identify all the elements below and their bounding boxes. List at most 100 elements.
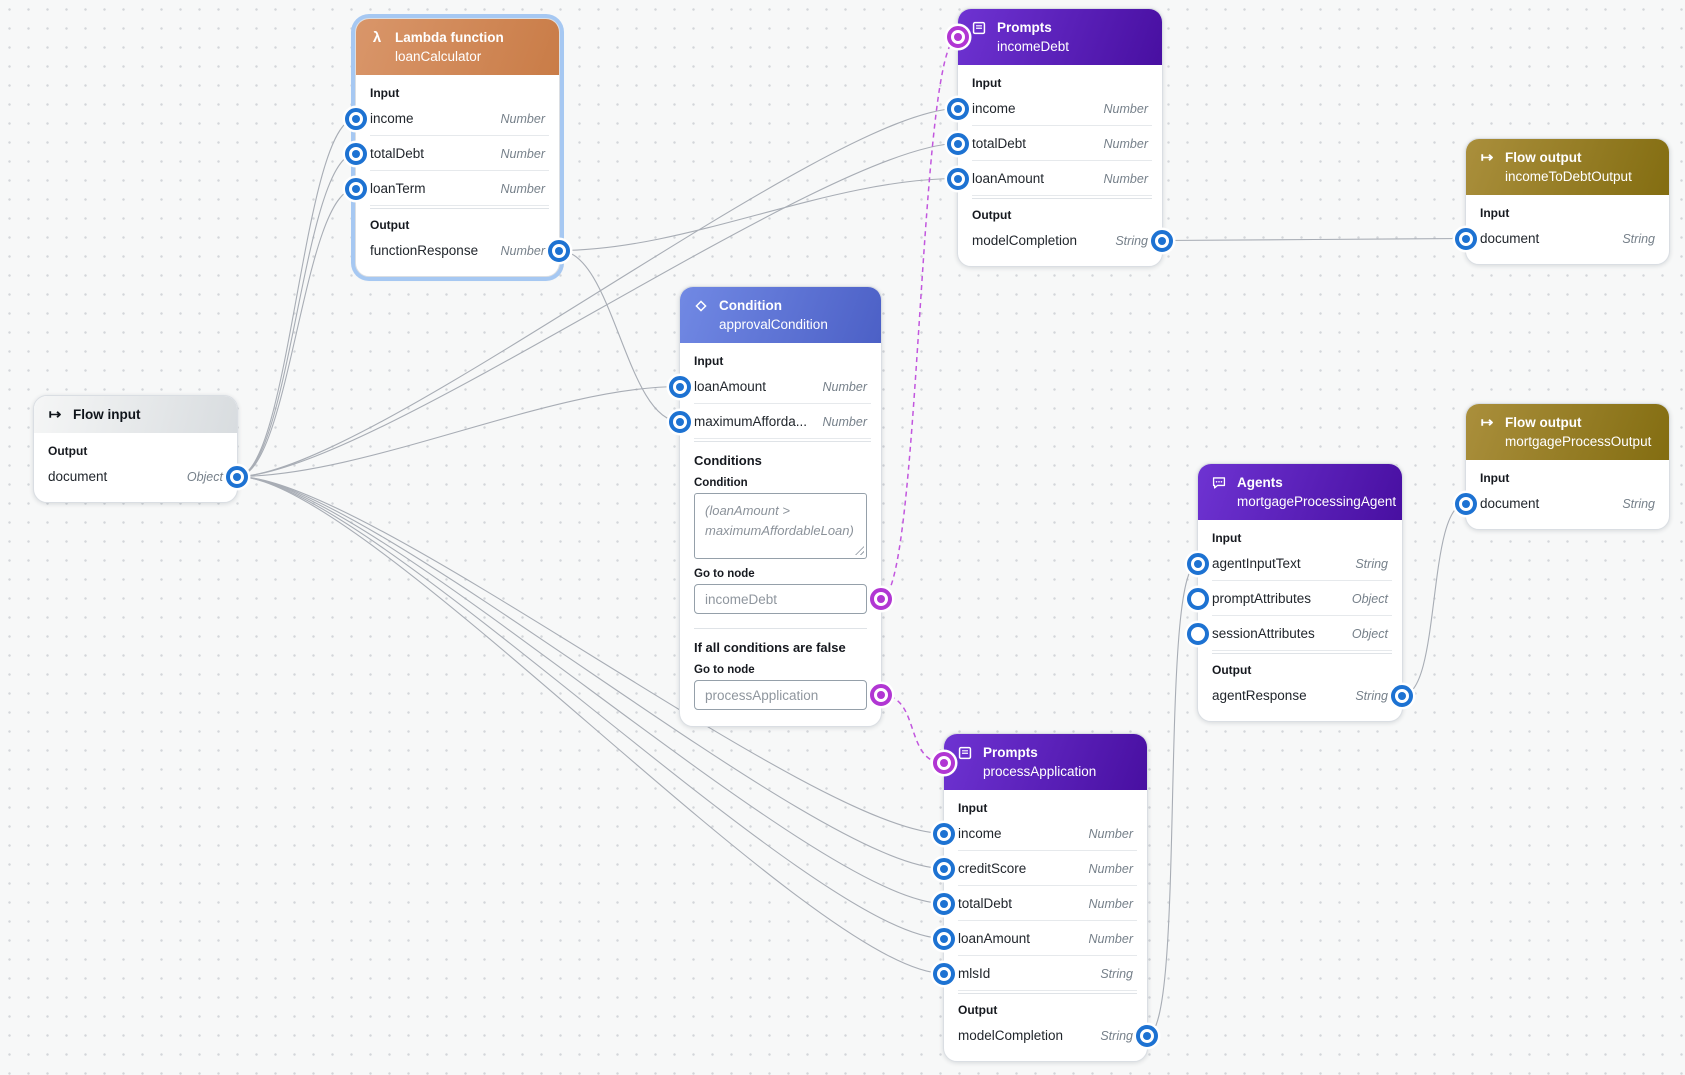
agentResponse-port[interactable] [1391,684,1413,707]
else-heading: If all conditions are false [694,640,846,655]
else-goto-node-input[interactable] [694,680,867,710]
goto-node-label: Go to node [694,568,755,580]
edge-condition.goto_false-to-processApplication.nodeIn [880,694,945,764]
modelCompletion-port[interactable] [1151,229,1173,252]
income-port[interactable] [933,822,955,845]
section-label: Input [1480,471,1510,485]
condition-false-port[interactable] [870,684,892,706]
field-type: String [1100,966,1133,981]
document-port[interactable] [226,465,248,488]
field-row: maximumAfforda... Number [669,404,881,439]
promptAttributes-port[interactable] [1187,587,1209,610]
goto-node-input[interactable] [694,584,867,614]
node-subtitle: approvalCondition [719,317,828,332]
income-port[interactable] [947,97,969,120]
node-title: Lambda function [395,30,504,45]
section-divider [1212,653,1392,654]
section-label: Output [370,218,410,232]
node-subtitle: incomeDebt [997,39,1070,54]
field-name: income [972,101,1016,116]
field-name: functionResponse [370,243,479,258]
mlsId-port[interactable] [933,962,955,985]
lambda-icon: λ [372,28,382,46]
field-name: creditScore [958,861,1027,876]
section-label: Input [370,86,400,100]
section-label: Input [1480,206,1510,220]
agentInputText-port[interactable] [1187,552,1209,575]
field-type: Number [1088,861,1133,876]
node-subtitle: mortgageProcessOutput [1505,434,1652,449]
sessionAttributes-port[interactable] [1187,622,1209,645]
field-name: maximumAfforda... [694,414,808,429]
loanTerm-port[interactable] [345,177,367,200]
loanAmount-port[interactable] [933,927,955,950]
document-port[interactable] [1455,227,1477,250]
totalDebt-port[interactable] [947,132,969,155]
field-type: String [1355,688,1388,703]
node-target-port[interactable] [933,752,955,774]
income-port[interactable] [345,107,367,130]
edge-flowInput.document-to-lambda.income [236,117,357,478]
modelCompletion-port[interactable] [1136,1024,1158,1047]
field-name: loanAmount [972,171,1045,186]
creditScore-port[interactable] [933,857,955,880]
node-subtitle: incomeToDebtOutput [1505,169,1632,184]
loanAmount-port[interactable] [669,375,691,398]
totalDebt-port[interactable] [345,142,367,165]
totalDebt-port[interactable] [933,892,955,915]
field-name: modelCompletion [972,233,1078,248]
field-type: Object [1351,626,1388,641]
field-type: Object [1351,591,1388,606]
field-name: loanAmount [694,379,767,394]
node-target-port[interactable] [947,26,969,48]
condition-expression-input[interactable]: (loanAmount > maximumAffordableLoan) [694,493,867,559]
field-type: Number [500,181,545,196]
field-type: Number [822,414,867,429]
field-name: mlsId [958,966,991,981]
node-title: Prompts [983,745,1038,760]
field-type: Number [1088,931,1133,946]
field-name: loanAmount [958,931,1031,946]
section-divider [370,208,549,209]
edge-flowInput.document-to-condition.loanAmount [236,385,681,478]
document-port[interactable] [1455,492,1477,515]
node-title: Flow output [1505,415,1582,430]
field-type: Number [500,111,545,126]
field-type: String [1100,1028,1133,1043]
maximumAfforda...-port[interactable] [669,410,691,433]
node-title: Flow output [1505,150,1582,165]
conditions-divider [694,628,867,629]
condition-true-port[interactable] [870,588,892,610]
functionResponse-port[interactable] [548,239,570,262]
loanAmount-port[interactable] [947,167,969,190]
goto-node-label: Go to node [694,664,755,676]
section-label: Output [48,444,88,458]
prompts-icon [957,745,973,761]
section-label: Input [1212,531,1242,545]
section-label: Output [972,208,1012,222]
